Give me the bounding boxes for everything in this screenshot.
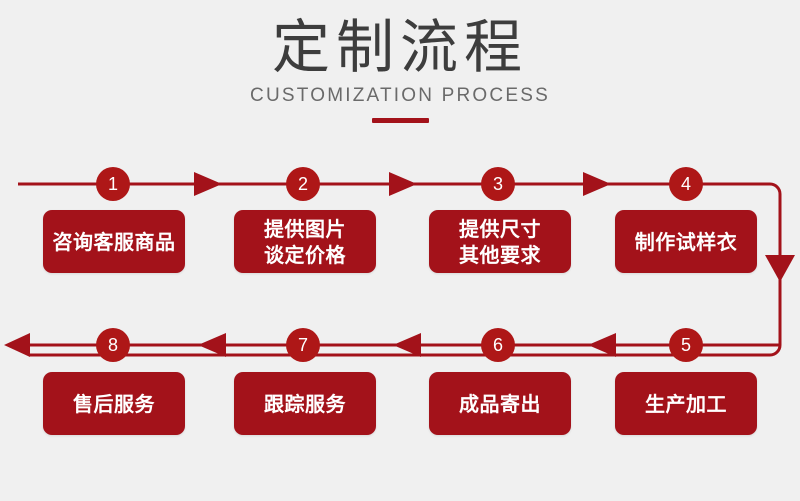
step-number-7: 7 [286, 328, 320, 362]
arrow-left-icon [393, 333, 421, 357]
arrow-right-icon [194, 172, 222, 196]
step-box-2[interactable]: 提供图片 谈定价格 [234, 210, 376, 273]
step-box-7-line-1: 跟踪服务 [264, 391, 346, 416]
step-box-6-line-1: 成品寄出 [459, 391, 541, 416]
page-title: 定制流程 [271, 13, 528, 81]
step-box-3-line-2: 其他要求 [459, 242, 541, 267]
arrow-down-icon [765, 255, 795, 282]
step-box-6[interactable]: 成品寄出 [429, 372, 571, 435]
step-box-8[interactable]: 售后服务 [43, 372, 185, 435]
step-box-4-line-1: 制作试样衣 [634, 229, 738, 254]
arrow-left-icon [4, 333, 30, 357]
arrow-left-icon [198, 333, 226, 357]
title-underline-divider [372, 118, 429, 123]
step-box-1[interactable]: 咨询客服商品 [43, 210, 185, 273]
step-box-4[interactable]: 制作试样衣 [615, 210, 757, 273]
page-subtitle: CUSTOMIZATION PROCESS [250, 85, 550, 106]
arrow-right-icon [389, 172, 417, 196]
step-box-7[interactable]: 跟踪服务 [234, 372, 376, 435]
arrow-left-icon [588, 333, 616, 357]
page-header: 定制流程 CUSTOMIZATION PROCESS [0, 0, 800, 150]
step-box-5[interactable]: 生产加工 [615, 372, 757, 435]
step-number-4: 4 [669, 167, 703, 201]
flow-connector-lines [4, 172, 795, 357]
step-box-2-line-2: 谈定价格 [264, 242, 346, 267]
process-flow: 1 2 3 4 咨询客服商品 提供图片 谈定价格 提供尺寸 其他要求 制作试样衣 [0, 150, 800, 501]
step-box-3-line-1: 提供尺寸 [459, 216, 541, 241]
step-box-8-line-1: 售后服务 [73, 391, 155, 416]
step-number-5: 5 [669, 328, 703, 362]
arrow-right-icon [583, 172, 611, 196]
step-box-3[interactable]: 提供尺寸 其他要求 [429, 210, 571, 273]
step-number-8: 8 [96, 328, 130, 362]
step-number-1: 1 [96, 167, 130, 201]
step-number-3: 3 [481, 167, 515, 201]
step-number-6: 6 [481, 328, 515, 362]
step-box-5-line-1: 生产加工 [645, 391, 727, 416]
step-number-2: 2 [286, 167, 320, 201]
step-box-1-line-1: 咨询客服商品 [52, 229, 176, 254]
step-box-2-line-1: 提供图片 [264, 216, 346, 241]
